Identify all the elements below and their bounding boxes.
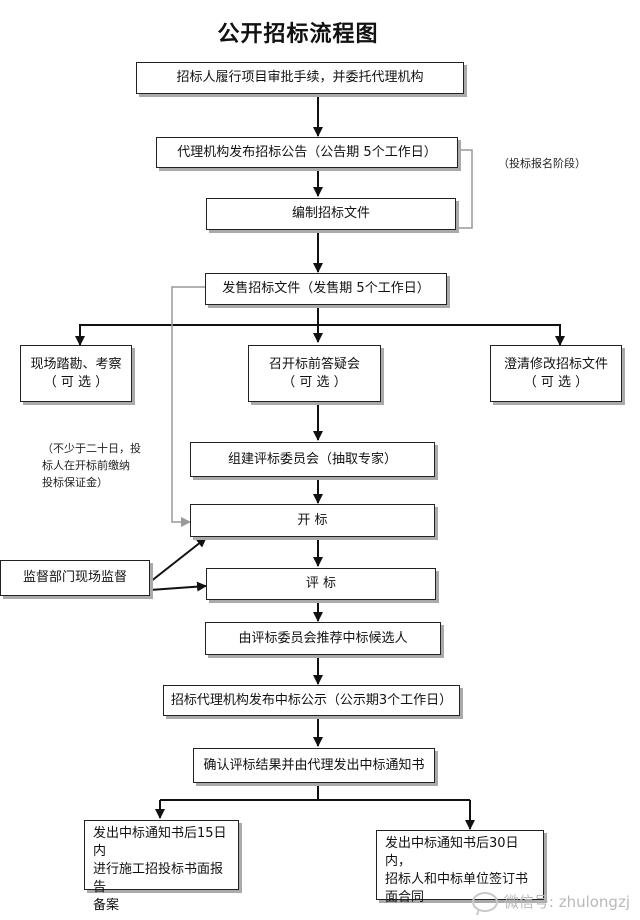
end-filing-report: 发出中标通知书后15日内 进行施工招投标书面报告 备案: [84, 820, 239, 913]
end-filing-report-line-3: 备案: [93, 898, 120, 913]
end-sign-contract: 发出中标通知书后30日内， 招标人和中标单位签订书 面合同: [376, 830, 544, 905]
step-approval: 招标人履行项目审批手续，并委托代理机构: [136, 62, 464, 94]
deposit-connector: [171, 286, 205, 527]
step-bid-evaluation-label: 评 标: [305, 576, 337, 591]
step-form-committee-label: 组建评标委员会（抽取专家）: [227, 451, 397, 467]
step-confirm-result: 确认评标结果并由代理发出中标通知书: [193, 748, 435, 783]
step-bid-opening: 开 标: [190, 504, 435, 537]
note-bidding-stage: （投标报名阶段）: [498, 157, 586, 170]
step-sell-documents: 发售招标文件（发售期 5个工作日）: [205, 273, 447, 305]
option-q-and-a-optional: （ 可 选 ）: [282, 374, 347, 390]
option-site-visit: 现场踏勘、考察 （ 可 选 ）: [20, 345, 132, 402]
step-recommend-candidate: 由评标委员会推荐中标候选人: [205, 622, 441, 655]
step-sell-documents-label: 发售招标文件（发售期 5个工作日）: [222, 281, 430, 296]
end-sign-contract-line-3: 面合同: [385, 890, 425, 905]
step-bid-opening-label: 开 标: [297, 512, 328, 528]
branch-bar: [79, 324, 561, 342]
step-prepare-documents-label: 编制招标文件: [291, 206, 370, 221]
option-q-and-a: 召开标前答疑会 （ 可 选 ）: [248, 345, 381, 402]
arrow-supervision-s7: [149, 581, 207, 592]
option-site-visit-optional: （ 可 选 ）: [43, 374, 109, 390]
option-site-visit-label: 现场踏勘、考察: [30, 356, 122, 372]
step-recommend-candidate-label: 由评标委员会推荐中标候选人: [238, 630, 408, 646]
note-deposit-line-3: 投标保证金）: [42, 476, 108, 489]
step-publicize-winner-label: 招标代理机构发布中标公示（公示期3个工作日）: [170, 692, 453, 708]
note-deposit: （不少于二十日，投 标人在开标前缴纳 投标保证金）: [42, 440, 141, 491]
option-clarify-documents: 澄清修改招标文件 （ 可 选 ）: [490, 345, 622, 402]
end-filing-report-line-1: 发出中标通知书后15日内: [93, 826, 227, 859]
end-sign-contract-line-1: 发出中标通知书后30日内，: [385, 836, 519, 869]
step-approval-label: 招标人履行项目审批手续，并委托代理机构: [176, 70, 424, 85]
step-form-committee: 组建评标委员会（抽取专家）: [190, 442, 435, 477]
option-clarify-documents-optional: （ 可 选 ）: [523, 374, 589, 390]
supervision-label: 监督部门现场监督: [22, 570, 127, 585]
note-deposit-line-1: （不少于二十日，投: [42, 442, 141, 455]
watermark-text: 微信号: zhulongzj: [503, 893, 630, 911]
step-bid-evaluation: 评 标: [206, 568, 436, 600]
step-prepare-documents: 编制招标文件: [206, 198, 456, 230]
step-announcement-label: 代理机构发布招标公告（公告期 5个工作日）: [177, 144, 437, 160]
note-deposit-line-2: 标人在开标前缴纳: [42, 459, 130, 472]
supervision-box: 监督部门现场监督: [0, 560, 150, 596]
step-announcement: 代理机构发布招标公告（公告期 5个工作日）: [156, 137, 458, 168]
end-sign-contract-line-2: 招标人和中标单位签订书: [385, 872, 529, 887]
option-clarify-documents-label: 澄清修改招标文件: [503, 356, 608, 372]
page-title: 公开招标流程图: [217, 22, 379, 47]
option-q-and-a-label: 召开标前答疑会: [268, 356, 360, 372]
bidding-stage-bracket: [458, 149, 473, 229]
watermark: 微信号: zhulongzj: [471, 891, 630, 912]
step-publicize-winner: 招标代理机构发布中标公示（公示期3个工作日）: [163, 685, 460, 716]
wechat-icon: [471, 891, 498, 912]
arrow-supervision-s6: [149, 537, 207, 583]
step-confirm-result-label: 确认评标结果并由代理发出中标通知书: [203, 757, 425, 773]
end-filing-report-line-2: 进行施工招投标书面报告: [93, 862, 224, 895]
